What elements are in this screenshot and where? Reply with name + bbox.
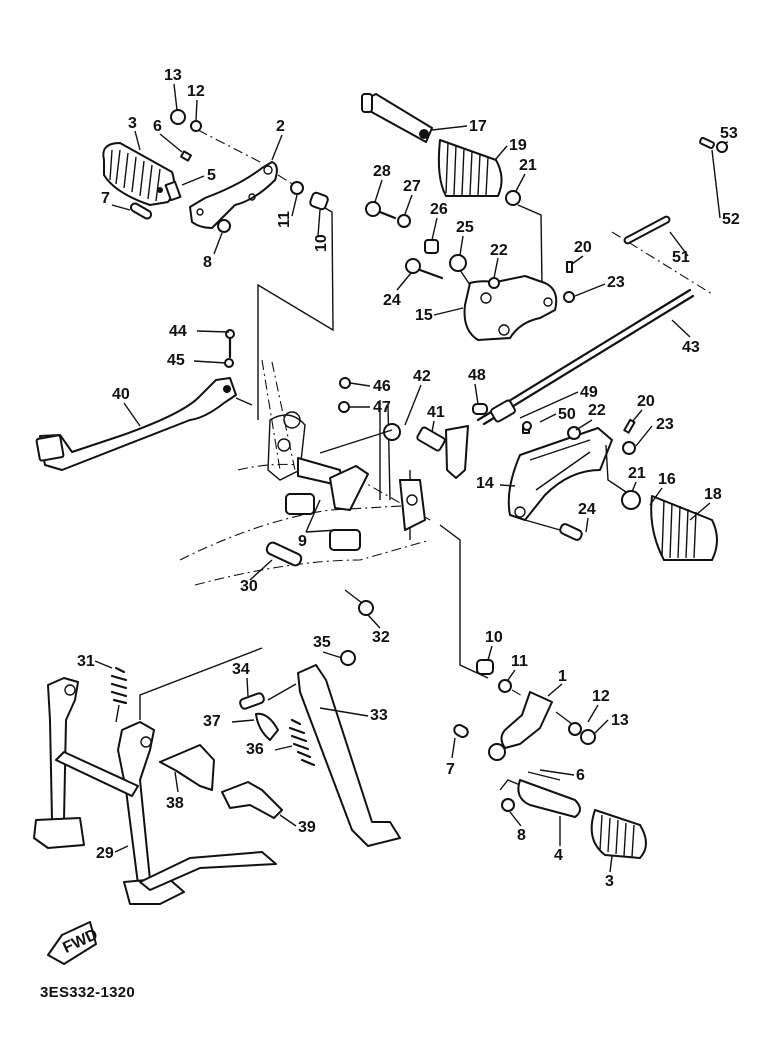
callout-44: 44 xyxy=(169,323,187,340)
callout-31: 31 xyxy=(77,653,95,670)
callout-20-top: 20 xyxy=(574,239,592,256)
callout-8-bottom: 8 xyxy=(517,827,526,844)
washer-11-left xyxy=(290,181,304,195)
callout-41: 41 xyxy=(427,404,445,421)
callout-28: 28 xyxy=(373,163,391,180)
collar-10-left xyxy=(309,191,329,211)
ball-6-left xyxy=(180,150,192,162)
callout-42: 42 xyxy=(413,368,431,385)
callout-38: 38 xyxy=(166,795,184,812)
callout-10-top: 10 xyxy=(313,234,330,252)
callout-51: 51 xyxy=(672,249,690,266)
callout-11-top: 11 xyxy=(276,211,293,228)
washer-12-left xyxy=(190,120,202,132)
callout-11-bottom: 11 xyxy=(511,653,528,670)
footrest-bracket-left xyxy=(189,161,278,229)
callout-3-bottom: 3 xyxy=(605,873,614,890)
callout-40: 40 xyxy=(112,386,130,403)
callout-13-bottom: 13 xyxy=(611,712,629,729)
right-rear-footrest-group xyxy=(507,418,718,561)
callout-37: 37 xyxy=(203,713,221,730)
callout-5: 5 xyxy=(207,167,216,184)
callout-27: 27 xyxy=(403,178,421,195)
footrest-rubber-left xyxy=(102,142,182,206)
callout-21-right: 21 xyxy=(628,465,646,482)
callout-labels: 13 12 3 6 2 5 7 11 10 8 17 19 21 28 27 2… xyxy=(77,67,740,890)
callout-47: 47 xyxy=(373,399,391,416)
frame-center xyxy=(179,359,489,679)
callout-22-right: 22 xyxy=(588,402,606,419)
left-front-footrest-group xyxy=(102,109,334,420)
main-stand-group xyxy=(33,647,401,905)
callout-13: 13 xyxy=(164,67,182,84)
callout-4: 4 xyxy=(554,847,563,864)
callout-18: 18 xyxy=(704,486,722,503)
callout-46: 46 xyxy=(373,378,391,395)
leader-lines xyxy=(94,83,729,873)
callout-52: 52 xyxy=(722,211,740,228)
callout-6-top: 6 xyxy=(153,118,162,135)
callout-23-right: 23 xyxy=(656,416,674,433)
callout-2: 2 xyxy=(276,118,285,135)
forward-direction-arrow: FWD xyxy=(47,921,101,965)
callout-29: 29 xyxy=(96,845,114,862)
callout-10-bottom: 10 xyxy=(485,629,503,646)
callout-15: 15 xyxy=(415,307,433,324)
callout-24-right: 24 xyxy=(578,501,596,518)
callout-50: 50 xyxy=(558,406,576,423)
shift-linkage-right xyxy=(476,136,728,426)
footrest-rubber-rear-left xyxy=(437,139,503,197)
callout-22-top: 22 xyxy=(490,242,508,259)
nut-13-left xyxy=(170,109,186,125)
callout-14: 14 xyxy=(476,475,494,492)
pin-7-left xyxy=(129,202,153,220)
callout-34: 34 xyxy=(232,661,250,678)
callout-3-top: 3 xyxy=(128,115,137,132)
callout-16: 16 xyxy=(658,471,676,488)
callout-33: 33 xyxy=(370,707,388,724)
callout-12: 12 xyxy=(187,83,205,100)
callout-26: 26 xyxy=(430,201,448,218)
left-rear-footrest-group xyxy=(361,93,575,341)
callout-12-bottom: 12 xyxy=(592,688,610,705)
callout-24-top: 24 xyxy=(383,292,401,309)
callout-8-top: 8 xyxy=(203,254,212,271)
callout-7-top: 7 xyxy=(101,190,110,207)
callout-48: 48 xyxy=(468,367,486,384)
callout-23-top: 23 xyxy=(607,274,625,291)
callout-35: 35 xyxy=(313,634,331,651)
callout-49: 49 xyxy=(580,384,598,401)
callout-45: 45 xyxy=(167,352,185,369)
callout-32: 32 xyxy=(372,629,390,646)
callout-30: 30 xyxy=(240,578,258,595)
callout-6-bottom: 6 xyxy=(576,767,585,784)
callout-25: 25 xyxy=(456,219,474,236)
nut-8-left xyxy=(217,219,231,233)
change-pedal xyxy=(35,329,253,471)
right-front-footrest-group xyxy=(453,659,647,859)
callout-19: 19 xyxy=(509,137,527,154)
callout-53: 53 xyxy=(720,125,738,142)
callout-7-bottom: 7 xyxy=(446,761,455,778)
callout-9: 9 xyxy=(298,533,307,550)
callout-39: 39 xyxy=(298,819,316,836)
callout-36: 36 xyxy=(246,741,264,758)
diagram-reference-code: 3ES332-1320 xyxy=(40,984,136,1001)
callout-17: 17 xyxy=(469,118,487,135)
callout-1: 1 xyxy=(558,668,567,685)
callout-43: 43 xyxy=(682,339,700,356)
callout-20-right: 20 xyxy=(637,393,655,410)
callout-21-top: 21 xyxy=(519,157,537,174)
